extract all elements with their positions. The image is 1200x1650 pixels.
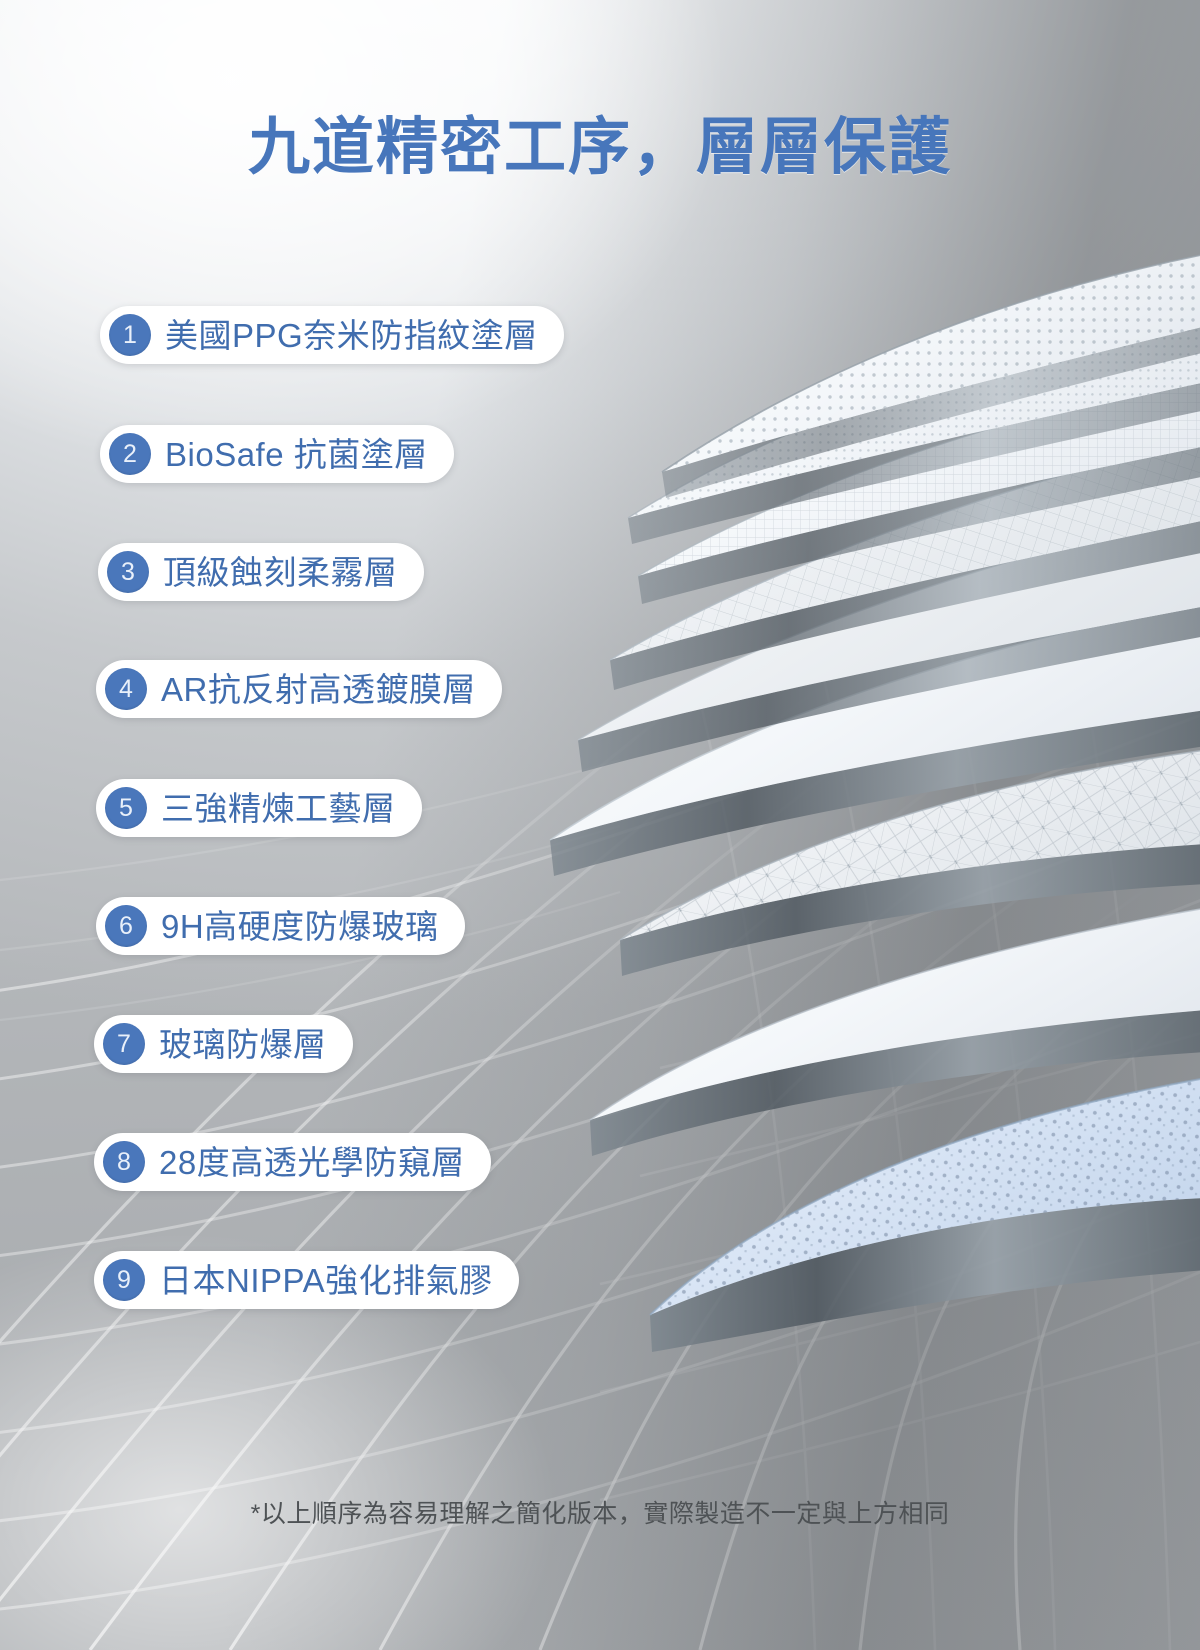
layer-item-4[interactable]: 4 AR抗反射高透鍍膜層 xyxy=(96,660,502,718)
layer-label-3: 頂級蝕刻柔霧層 xyxy=(163,553,398,591)
layer-label-4: AR抗反射高透鍍膜層 xyxy=(161,670,476,708)
layer-number-badge-1: 1 xyxy=(109,314,151,356)
page-title: 九道精密工序，層層保護 xyxy=(247,113,952,182)
layer-item-8[interactable]: 8 28度高透光學防窺層 xyxy=(94,1133,491,1191)
layer-number-badge-6: 6 xyxy=(105,905,147,947)
layer-item-9[interactable]: 9 日本NIPPA強化排氣膠 xyxy=(94,1251,519,1309)
layer-number-badge-4: 4 xyxy=(105,668,147,710)
layer-label-5: 三強精煉工藝層 xyxy=(161,789,396,827)
layer-label-1: 美國PPG奈米防指紋塗層 xyxy=(165,316,538,354)
layer-number-badge-9: 9 xyxy=(103,1259,145,1301)
layer-label-6: 9H高硬度防爆玻璃 xyxy=(161,907,439,945)
layer-label-2: BioSafe 抗菌塗層 xyxy=(165,435,428,473)
layer-number-badge-8: 8 xyxy=(103,1141,145,1183)
layer-label-9: 日本NIPPA強化排氣膠 xyxy=(159,1261,493,1299)
layer-number-badge-5: 5 xyxy=(105,787,147,829)
layer-item-3[interactable]: 3 頂級蝕刻柔霧層 xyxy=(98,543,424,601)
layer-label-8: 28度高透光學防窺層 xyxy=(159,1143,465,1181)
layer-number-badge-2: 2 xyxy=(109,433,151,475)
layer-label-7: 玻璃防爆層 xyxy=(159,1025,327,1063)
background-top-left-glow xyxy=(0,0,720,460)
layer-item-2[interactable]: 2 BioSafe 抗菌塗層 xyxy=(100,425,454,483)
layer-item-7[interactable]: 7 玻璃防爆層 xyxy=(94,1015,353,1073)
layer-item-1[interactable]: 1 美國PPG奈米防指紋塗層 xyxy=(100,306,564,364)
glass-layer-stack-illustration xyxy=(530,240,1200,1360)
layer-item-6[interactable]: 6 9H高硬度防爆玻璃 xyxy=(96,897,465,955)
layer-item-5[interactable]: 5 三強精煉工藝層 xyxy=(96,779,422,837)
layer-number-badge-3: 3 xyxy=(107,551,149,593)
layer-number-badge-7: 7 xyxy=(103,1023,145,1065)
footnote-disclaimer: *以上順序為容易理解之簡化版本，實際製造不一定與上方相同 xyxy=(250,1500,950,1528)
